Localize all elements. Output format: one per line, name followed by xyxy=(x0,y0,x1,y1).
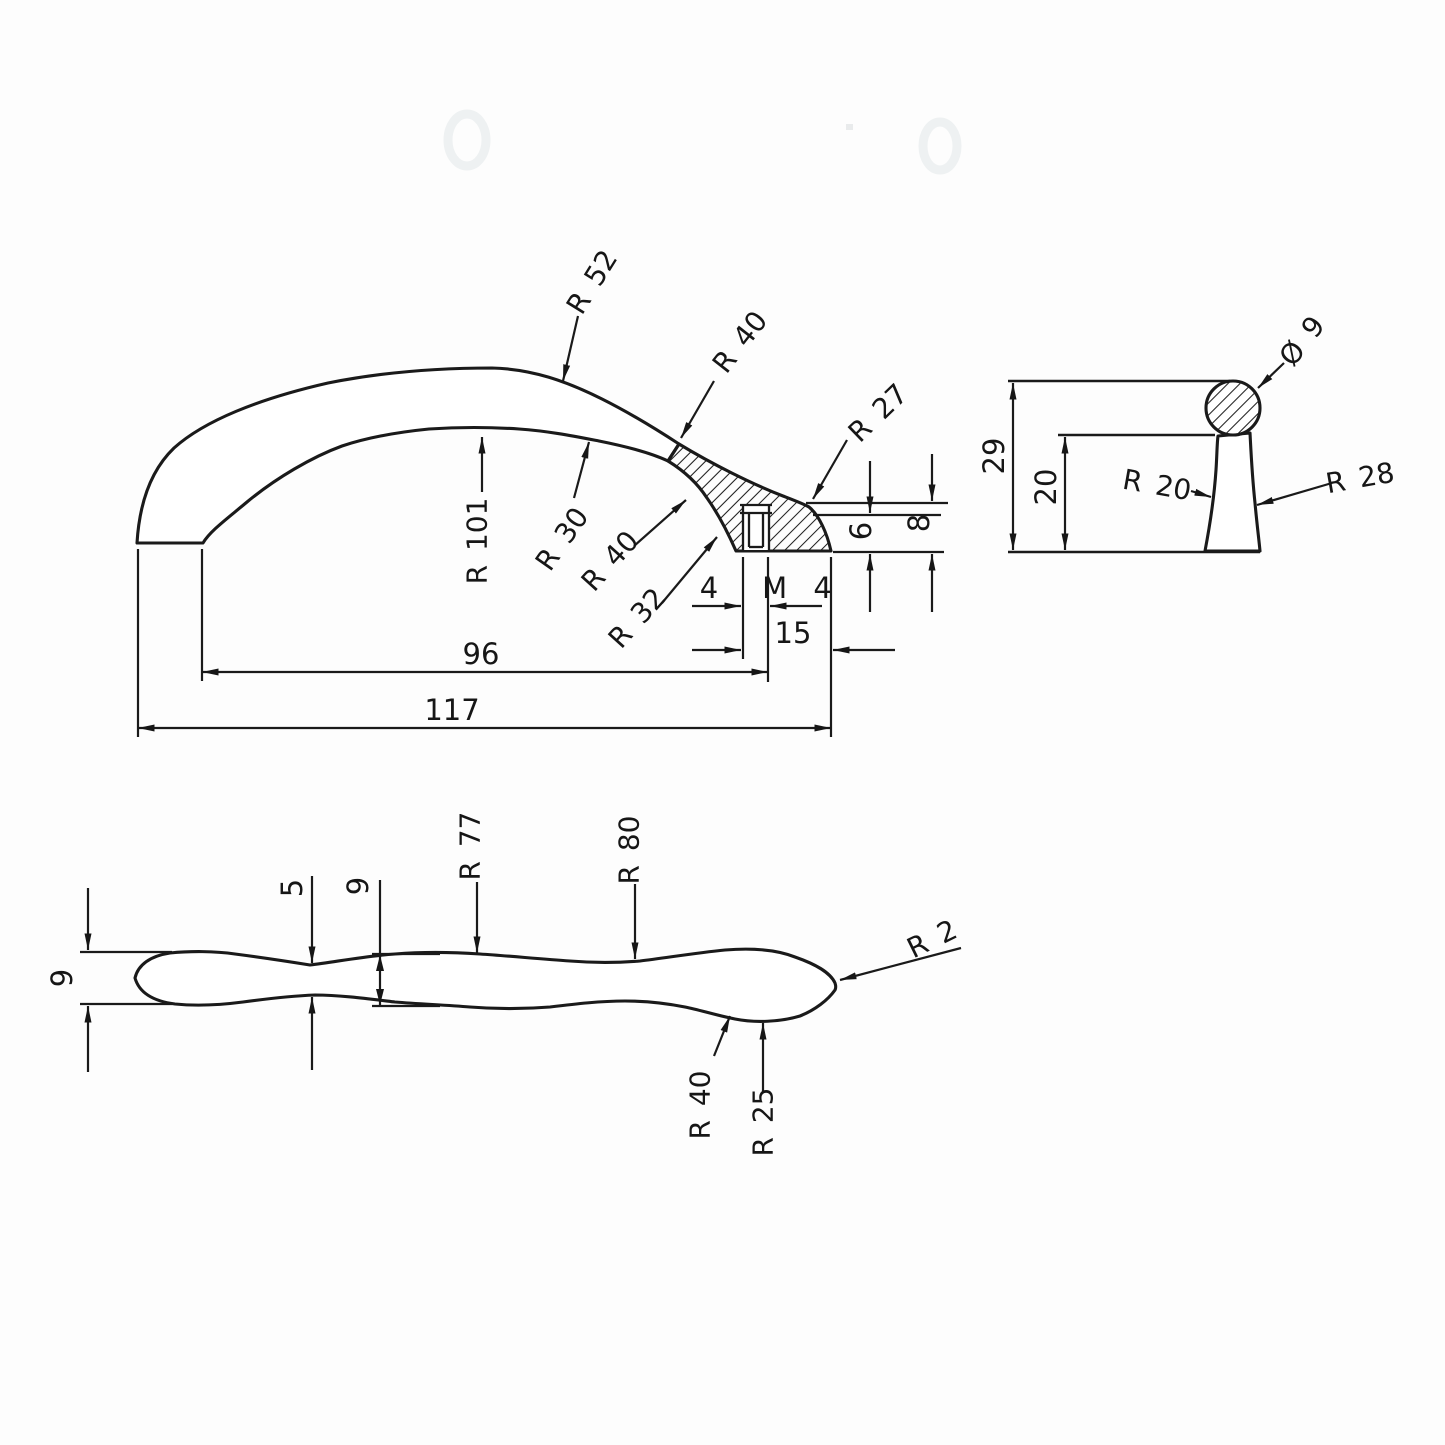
m4-threaded-hole xyxy=(740,503,772,550)
label-dim-117: 117 xyxy=(424,693,479,727)
label-r27: R 27 xyxy=(842,377,915,449)
scan-artifacts xyxy=(443,109,962,175)
label-r32: R 32 xyxy=(602,581,673,654)
section-dimension-lines xyxy=(1009,383,1069,550)
front-view: R 52 R 40 R 27 R 101 R 30 R 40 R 32 4 M … xyxy=(135,244,948,737)
label-dim-29: 29 xyxy=(977,438,1011,475)
section-stem xyxy=(1203,431,1262,553)
label-plan-5: 5 xyxy=(275,879,309,897)
label-dim-20: 20 xyxy=(1029,469,1063,506)
label-r101: R 101 xyxy=(461,498,494,585)
front-extension-lines xyxy=(136,501,948,737)
section-cut-hatch xyxy=(666,442,833,553)
scan-smudge xyxy=(918,117,962,175)
handle-body-outline xyxy=(135,366,681,545)
label-r80: R 80 xyxy=(613,816,646,885)
cross-section-view: Ø 9 29 20 R 20 R 28 xyxy=(977,310,1397,554)
label-plan-r40: R 40 xyxy=(684,1071,717,1140)
plan-extension-lines xyxy=(80,950,440,1008)
label-r40-lower: R 40 xyxy=(575,524,646,597)
front-dimension-lines xyxy=(138,454,936,732)
plan-leader-lines xyxy=(473,882,962,1092)
section-leader-lines xyxy=(1190,362,1333,507)
scan-smudge xyxy=(443,109,491,171)
section-ball xyxy=(1204,379,1262,437)
label-r52: R 52 xyxy=(560,244,625,320)
label-dim-8: 8 xyxy=(902,514,936,532)
plan-dimension-lines xyxy=(84,876,384,1072)
label-r25: R 25 xyxy=(747,1088,780,1157)
label-r77: R 77 xyxy=(454,812,487,881)
front-leader-lines xyxy=(478,315,848,604)
label-r20: R 20 xyxy=(1120,463,1194,507)
label-r28: R 28 xyxy=(1323,456,1397,500)
plan-view: 9 5 9 R 77 R 80 R 2 R 40 R 25 xyxy=(45,812,962,1157)
label-plan-9-mid: 9 xyxy=(341,877,375,895)
plan-outline xyxy=(133,947,838,1023)
label-dim-96: 96 xyxy=(463,637,500,671)
label-thread-m4: M 4 xyxy=(762,571,832,605)
label-diameter-9: Ø 9 xyxy=(1272,310,1331,373)
scan-speck xyxy=(846,124,853,130)
label-plan-9-left: 9 xyxy=(45,969,79,987)
label-dim-4: 4 xyxy=(700,571,718,605)
label-r2: R 2 xyxy=(902,913,962,965)
label-r40-upper: R 40 xyxy=(706,305,774,380)
label-dim-6: 6 xyxy=(844,522,878,540)
label-dim-15: 15 xyxy=(775,616,812,650)
